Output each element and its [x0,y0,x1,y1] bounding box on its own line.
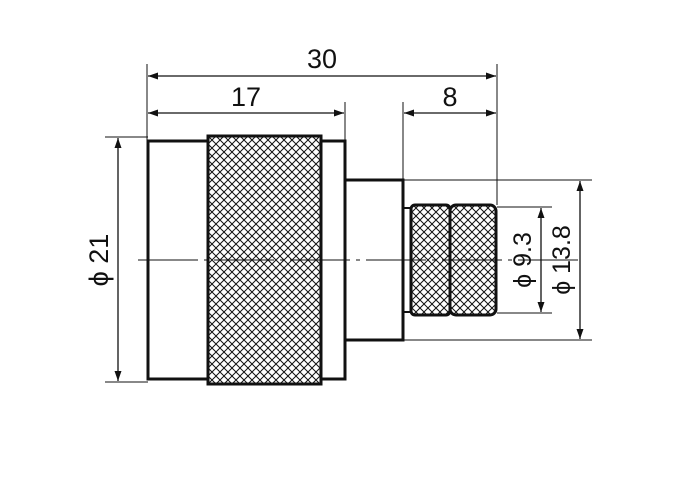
dimension-lines [114,72,584,381]
dim-nut-length: 17 [231,82,261,112]
dim-tip-length: 8 [442,82,457,112]
dim-shoulder-diameter: ϕ 13.8 [548,225,576,295]
extension-lines [105,64,592,383]
dim-overall-length: 30 [307,44,337,74]
dim-body-diameter: ϕ 21 [84,234,114,287]
dim-knurl-diameter: ϕ 9.3 [509,232,537,288]
